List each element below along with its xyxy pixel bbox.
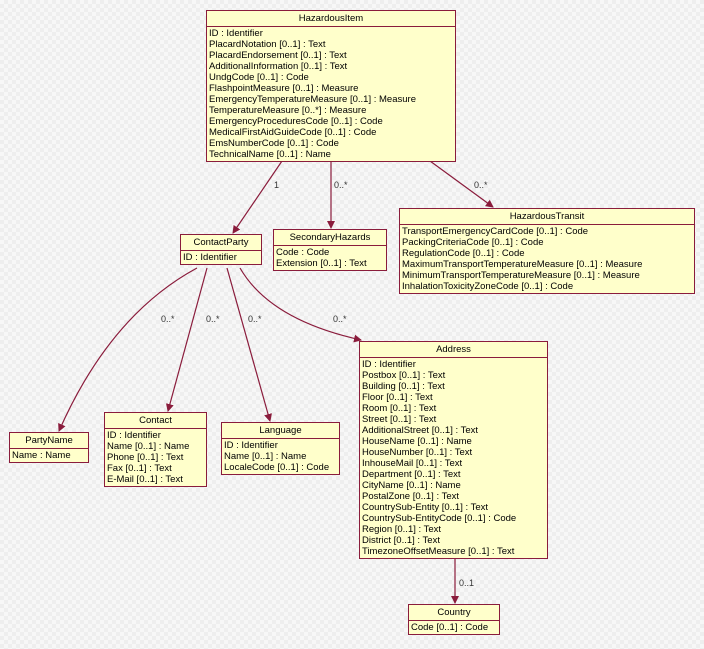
multiplicity-label: 0..* (474, 180, 488, 190)
attribute: PackingCriteriaCode [0..1] : Code (402, 237, 544, 248)
class-language[interactable]: Language ID : Identifier Name [0..1] : N… (221, 422, 340, 475)
attribute: CityName [0..1] : Name (362, 480, 461, 491)
attribute: Phone [0..1] : Text (107, 452, 184, 463)
attribute: TransportEmergencyCardCode [0..1] : Code (402, 226, 589, 237)
attribute: ID : Identifier (224, 440, 278, 451)
attribute: Postbox [0..1] : Text (362, 370, 446, 381)
attribute: CountrySub-EntityCode [0..1] : Code (362, 513, 517, 524)
attribute: Extension [0..1] : Text (276, 258, 367, 269)
multiplicity-label: 0..1 (459, 578, 475, 588)
class-address[interactable]: Address ID : Identifier Postbox [0..1] :… (359, 341, 548, 559)
attribute: ID : Identifier (183, 252, 237, 263)
attribute: MinimumTransportTemperatureMeasure [0..1… (402, 270, 640, 281)
attribute: Code : Code (276, 247, 330, 258)
class-contact[interactable]: Contact ID : Identifier Name [0..1] : Na… (104, 412, 207, 487)
attribute-list: Code [0..1] : Code (409, 621, 499, 634)
class-name: Country (409, 605, 499, 621)
association-contact-party-to-party-name (58, 267, 198, 432)
attribute: CountrySub-Entity [0..1] : Text (362, 502, 489, 513)
attribute: TechnicalName [0..1] : Name (209, 149, 331, 160)
attribute: E-Mail [0..1] : Text (107, 474, 183, 485)
attribute-list: Code : Code Extension [0..1] : Text (274, 246, 386, 270)
attribute: Department [0..1] : Text (362, 469, 461, 480)
attribute: RegulationCode [0..1] : Code (402, 248, 525, 259)
attribute: EmergencyTemperatureMeasure [0..1] : Mea… (209, 94, 416, 105)
association-contact-party-to-language (226, 267, 272, 422)
attribute: ID : Identifier (107, 430, 161, 441)
attribute: Region [0..1] : Text (362, 524, 442, 535)
multiplicity-label: 1 (274, 180, 280, 190)
attribute: AdditionalStreet [0..1] : Text (362, 425, 479, 436)
attribute: ID : Identifier (209, 28, 263, 39)
class-party-name[interactable]: PartyName Name : Name (9, 432, 89, 463)
class-name: HazardousTransit (400, 209, 694, 225)
attribute: PlacardNotation [0..1] : Text (209, 39, 326, 50)
attribute: InhalationToxicityZoneCode [0..1] : Code (402, 281, 574, 292)
attribute-list: ID : Identifier (181, 251, 261, 264)
class-name: Language (222, 423, 339, 439)
attribute-list: ID : Identifier PlacardNotation [0..1] :… (207, 27, 455, 161)
association-contact-party-to-contact (165, 267, 208, 412)
attribute-list: ID : Identifier Name [0..1] : Name Local… (222, 439, 339, 474)
association-item-to-hazardous-transit (429, 160, 494, 208)
multiplicity-label: 0..* (206, 314, 220, 324)
attribute: Code [0..1] : Code (411, 622, 489, 633)
class-name: ContactParty (181, 235, 261, 251)
attribute-list: ID : Identifier Name [0..1] : Name Phone… (105, 429, 206, 486)
attribute: Name [0..1] : Name (107, 441, 190, 452)
class-name: SecondaryHazards (274, 230, 386, 246)
attribute: EmsNumberCode [0..1] : Code (209, 138, 339, 149)
multiplicity-label: 0..* (334, 180, 348, 190)
attribute-list: TransportEmergencyCardCode [0..1] : Code… (400, 225, 694, 293)
attribute-list: ID : Identifier Postbox [0..1] : Text Bu… (360, 358, 547, 558)
attribute: LocaleCode [0..1] : Code (224, 462, 330, 473)
class-hazardous-item[interactable]: HazardousItem ID : Identifier PlacardNot… (206, 10, 456, 162)
attribute: FlashpointMeasure [0..1] : Measure (209, 83, 359, 94)
multiplicity-label: 0..* (333, 314, 347, 324)
attribute: Room [0..1] : Text (362, 403, 437, 414)
multiplicity-label: 0..* (161, 314, 175, 324)
attribute: Building [0..1] : Text (362, 381, 445, 392)
multiplicity-label: 0..* (248, 314, 262, 324)
association-contact-party-to-address (239, 267, 362, 343)
attribute: Floor [0..1] : Text (362, 392, 433, 403)
class-hazardous-transit[interactable]: HazardousTransit TransportEmergencyCardC… (399, 208, 695, 294)
class-country[interactable]: Country Code [0..1] : Code (408, 604, 500, 635)
class-name: PartyName (10, 433, 88, 449)
attribute: MaximumTransportTemperatureMeasure [0..1… (402, 259, 643, 270)
attribute: PostalZone [0..1] : Text (362, 491, 459, 502)
attribute: TimezoneOffsetMeasure [0..1] : Text (362, 546, 515, 557)
attribute: Name : Name (12, 450, 71, 461)
attribute: HouseNumber [0..1] : Text (362, 447, 473, 458)
attribute-list: Name : Name (10, 449, 88, 462)
class-name: Contact (105, 413, 206, 429)
attribute: InhouseMail [0..1] : Text (362, 458, 463, 469)
attribute: TemperatureMeasure [0..*] : Measure (209, 105, 367, 116)
class-contact-party[interactable]: ContactParty ID : Identifier (180, 234, 262, 265)
attribute: AdditionalInformation [0..1] : Text (209, 61, 348, 72)
class-name: Address (360, 342, 547, 358)
attribute: UndgCode [0..1] : Code (209, 72, 309, 83)
class-name: HazardousItem (207, 11, 455, 27)
attribute: Name [0..1] : Name (224, 451, 307, 462)
attribute: EmergencyProceduresCode [0..1] : Code (209, 116, 383, 127)
class-secondary-hazards[interactable]: SecondaryHazards Code : Code Extension [… (273, 229, 387, 271)
attribute: Street [0..1] : Text (362, 414, 437, 425)
attribute: HouseName [0..1] : Name (362, 436, 472, 447)
attribute: MedicalFirstAidGuideCode [0..1] : Code (209, 127, 377, 138)
attribute: District [0..1] : Text (362, 535, 440, 546)
attribute: ID : Identifier (362, 359, 416, 370)
attribute: Fax [0..1] : Text (107, 463, 172, 474)
association-item-to-contact-party (232, 160, 283, 234)
attribute: PlacardEndorsement [0..1] : Text (209, 50, 347, 61)
